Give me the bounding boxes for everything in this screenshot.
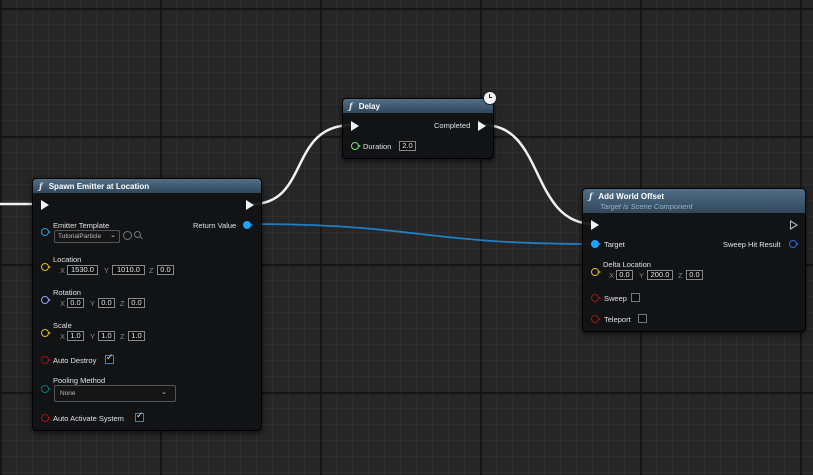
scale-z-input[interactable]: 1.0	[128, 331, 145, 341]
function-icon: ƒ	[349, 101, 353, 111]
rotation-x-input[interactable]: 0.0	[67, 298, 84, 308]
rotation-z-axis-label: Z	[120, 299, 125, 308]
add-world-offset-title: Add World Offset	[598, 192, 665, 201]
emitter-template-pin[interactable]	[41, 228, 51, 236]
spawn-emitter-node[interactable]: ƒ Spawn Emitter at Location Emitter Temp…	[32, 178, 262, 431]
auto-destroy-pin[interactable]	[41, 356, 51, 364]
rotation-x-axis-label: X	[60, 299, 66, 308]
teleport-label: Teleport	[604, 315, 631, 324]
sweep-label: Sweep	[604, 294, 627, 303]
duration-label: Duration	[363, 142, 392, 151]
location-y-axis-label: Y	[104, 266, 110, 275]
scale-pin[interactable]	[41, 329, 51, 337]
delta-x-input[interactable]: 0.0	[616, 270, 633, 280]
delta-z-axis-label: Z	[678, 271, 683, 280]
object-wire-return-to-target[interactable]	[246, 223, 595, 245]
scale-x-input[interactable]: 1.0	[67, 331, 84, 341]
spawn-exec-out-pin[interactable]	[246, 200, 254, 210]
teleport-checkbox[interactable]	[638, 314, 647, 323]
delay-completed-pin[interactable]	[478, 121, 486, 131]
delta-x-axis-label: X	[609, 271, 615, 280]
spawn-exec-in-pin[interactable]	[41, 200, 49, 210]
function-icon: ƒ	[589, 191, 593, 201]
pooling-method-value: None	[60, 390, 76, 397]
scale-label: Scale	[53, 321, 72, 330]
delay-node-title: Delay	[358, 102, 381, 111]
add-world-offset-node[interactable]: ƒ Add World Offset Target is Scene Compo…	[582, 188, 806, 332]
emitter-template-value: TutorialParticle	[58, 233, 102, 240]
add-world-offset-subtitle: Target is Scene Component	[600, 202, 693, 211]
location-z-input[interactable]: 0.0	[157, 265, 174, 275]
location-pin[interactable]	[41, 263, 51, 271]
location-x-input[interactable]: 1530.0	[67, 265, 98, 275]
delay-completed-label: Completed	[434, 121, 471, 130]
target-pin[interactable]	[591, 240, 601, 248]
rotation-label: Rotation	[53, 288, 81, 297]
offset-exec-in-pin[interactable]	[591, 220, 599, 230]
auto-destroy-checkbox[interactable]	[105, 353, 114, 364]
location-x-axis-label: X	[60, 266, 66, 275]
function-icon: ƒ	[39, 181, 43, 191]
scale-y-input[interactable]: 1.0	[98, 331, 115, 341]
location-label: Location	[53, 255, 82, 264]
pooling-method-label: Pooling Method	[53, 376, 106, 385]
pooling-method-pin[interactable]	[41, 385, 51, 393]
delta-z-input[interactable]: 0.0	[686, 270, 703, 280]
browse-asset-icon-handle	[139, 235, 143, 240]
delay-exec-in-pin[interactable]	[351, 121, 359, 131]
auto-activate-pin[interactable]	[41, 414, 51, 422]
auto-destroy-label: Auto Destroy	[53, 356, 97, 365]
chevron-down-icon: ⌄	[110, 231, 116, 239]
emitter-template-select[interactable]: TutorialParticle ⌄	[54, 230, 120, 243]
browse-asset-icon[interactable]	[134, 231, 141, 238]
return-value-pin[interactable]	[243, 221, 253, 229]
scale-z-axis-label: Z	[120, 332, 125, 341]
delta-y-axis-label: Y	[639, 271, 645, 280]
location-z-axis-label: Z	[149, 266, 154, 275]
delta-y-input[interactable]: 200.0	[647, 270, 673, 280]
spawn-emitter-title: Spawn Emitter at Location	[48, 182, 150, 191]
teleport-pin[interactable]	[591, 315, 601, 323]
location-y-input[interactable]: 1010.0	[112, 265, 145, 275]
spawn-emitter-header[interactable]: ƒ Spawn Emitter at Location	[33, 179, 261, 193]
rotation-y-input[interactable]: 0.0	[98, 298, 115, 308]
scale-y-axis-label: Y	[90, 332, 96, 341]
use-selected-asset-icon[interactable]	[123, 231, 132, 240]
exec-wire-spawn-to-delay[interactable]	[251, 123, 353, 206]
scale-x-axis-label: X	[60, 332, 66, 341]
add-world-offset-header[interactable]: ƒ Add World Offset Target is Scene Compo…	[583, 189, 805, 213]
duration-input[interactable]: 2.0	[399, 141, 416, 151]
chevron-down-icon: ⌄	[161, 388, 167, 396]
return-value-label: Return Value	[193, 221, 237, 230]
offset-exec-out-pin[interactable]	[790, 220, 798, 230]
clock-icon	[483, 91, 497, 105]
delta-location-label: Delta Location	[603, 260, 651, 269]
duration-pin[interactable]	[351, 142, 361, 150]
delay-node[interactable]: ƒ Delay Completed Duration 2.0	[342, 98, 494, 159]
pooling-method-select[interactable]: None ⌄	[54, 385, 176, 402]
sweep-checkbox[interactable]	[631, 293, 640, 302]
rotation-z-input[interactable]: 0.0	[128, 298, 145, 308]
target-label: Target	[604, 240, 625, 249]
sweep-hit-result-label: Sweep Hit Result	[723, 240, 781, 249]
emitter-template-label: Emitter Template	[53, 221, 110, 230]
auto-activate-checkbox[interactable]	[135, 411, 144, 422]
sweep-hit-result-pin[interactable]	[789, 240, 799, 248]
sweep-pin[interactable]	[591, 294, 601, 302]
rotation-pin[interactable]	[41, 296, 51, 304]
auto-activate-label: Auto Activate System	[53, 414, 124, 423]
exec-wire-delay-to-offset[interactable]	[483, 123, 595, 226]
delay-node-header[interactable]: ƒ Delay	[343, 99, 493, 113]
delta-location-pin[interactable]	[591, 268, 601, 276]
rotation-y-axis-label: Y	[90, 299, 96, 308]
